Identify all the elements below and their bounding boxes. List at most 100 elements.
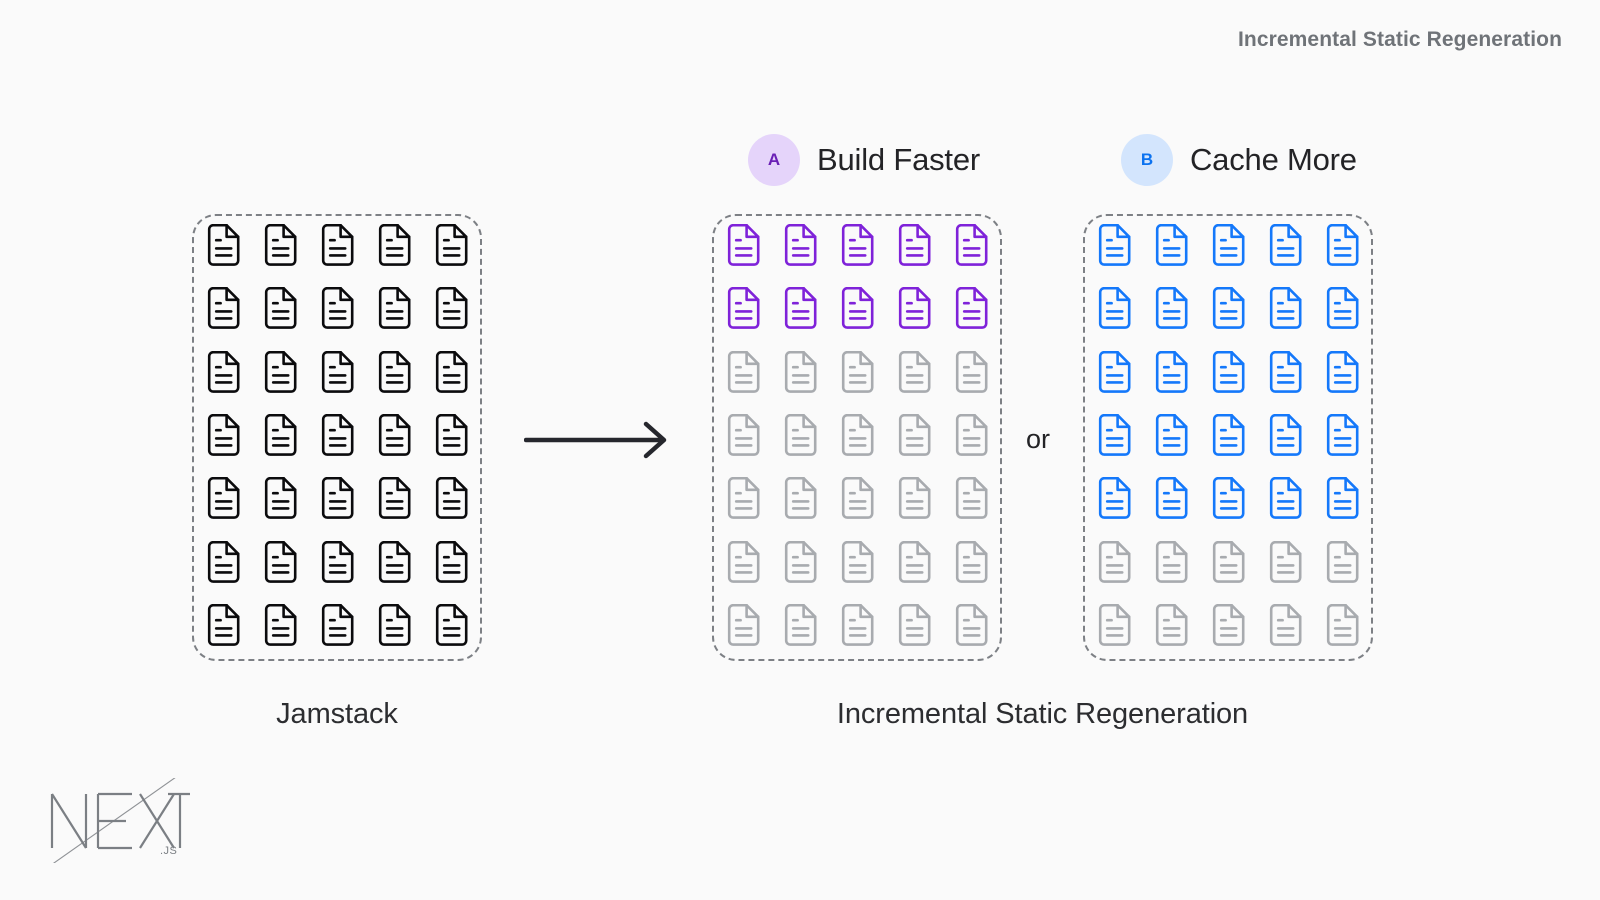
document-icon: [954, 224, 988, 271]
document-icon: [320, 224, 354, 271]
document-icon: [1268, 287, 1302, 334]
document-icon: [897, 603, 931, 651]
document-icon: [434, 603, 468, 651]
document-icon: [1154, 287, 1188, 334]
document-icon: [1097, 350, 1131, 398]
document-icon: [1325, 540, 1359, 588]
document-icon: [206, 287, 240, 334]
document-icon: [263, 477, 297, 524]
document-icon: [377, 287, 411, 334]
document-icon: [1154, 413, 1188, 461]
document-icon: [1268, 413, 1302, 461]
document-icon: [1268, 477, 1302, 524]
document-icon: [434, 540, 468, 588]
document-icon: [1211, 603, 1245, 651]
or-separator-label: or: [1026, 424, 1051, 454]
panel-build-faster: [712, 214, 1002, 661]
document-icon: [840, 287, 874, 334]
document-icon: [320, 603, 354, 651]
document-icon: [1325, 413, 1359, 461]
caption-jamstack: Jamstack: [276, 698, 398, 730]
document-icon: [726, 287, 760, 334]
legend-label-build-faster: Build Faster: [817, 142, 980, 177]
legend-item-cache-more: B Cache More: [1121, 134, 1357, 186]
document-icon: [1154, 350, 1188, 398]
document-icon: [206, 350, 240, 398]
document-icon: [726, 413, 760, 461]
document-icon: [434, 413, 468, 461]
document-icon: [1268, 603, 1302, 651]
document-icon: [1268, 540, 1302, 588]
document-icon: [263, 350, 297, 398]
document-icon: [263, 540, 297, 588]
document-icon: [434, 350, 468, 398]
document-icon: [783, 287, 817, 334]
document-icon: [320, 477, 354, 524]
document-icon: [263, 224, 297, 271]
document-icon: [840, 540, 874, 588]
document-icon: [320, 413, 354, 461]
document-icon: [1211, 350, 1245, 398]
document-icon: [726, 224, 760, 271]
document-icon: [206, 224, 240, 271]
legend-item-build-faster: A Build Faster: [748, 134, 980, 186]
arrow-right-icon: [523, 418, 672, 467]
document-icon: [1211, 477, 1245, 524]
document-icon: [1211, 413, 1245, 461]
document-icon: [377, 224, 411, 271]
document-icon: [320, 540, 354, 588]
document-icon: [726, 540, 760, 588]
document-icon: [783, 540, 817, 588]
document-icon: [377, 477, 411, 524]
document-icon: [897, 477, 931, 524]
document-icon: [206, 413, 240, 461]
document-icon: [840, 477, 874, 524]
document-icon: [954, 477, 988, 524]
document-icon: [1097, 603, 1131, 651]
document-icon: [206, 540, 240, 588]
document-icon: [726, 350, 760, 398]
document-icon: [840, 413, 874, 461]
document-icon: [897, 287, 931, 334]
document-icon: [954, 413, 988, 461]
document-icon: [1211, 540, 1245, 588]
panel-jamstack: [192, 214, 482, 661]
document-icon: [1154, 224, 1188, 271]
document-icon: [726, 603, 760, 651]
document-icon: [954, 540, 988, 588]
document-icon: [897, 540, 931, 588]
document-icon: [1325, 350, 1359, 398]
document-icon: [954, 350, 988, 398]
document-icon: [206, 477, 240, 524]
document-icon: [206, 603, 240, 651]
document-icon: [783, 413, 817, 461]
document-icon: [377, 413, 411, 461]
document-icon: [840, 224, 874, 271]
document-icon: [954, 287, 988, 334]
document-icon: [1097, 413, 1131, 461]
document-icon: [434, 287, 468, 334]
document-icon: [434, 224, 468, 271]
document-icon: [1325, 603, 1359, 651]
document-icon: [1154, 540, 1188, 588]
document-icon: [783, 224, 817, 271]
document-icon: [263, 413, 297, 461]
document-icon: [1154, 603, 1188, 651]
legend-label-cache-more: Cache More: [1190, 142, 1357, 177]
panel-cache-more: [1083, 214, 1373, 661]
caption-incremental-static-regeneration: Incremental Static Regeneration: [836, 698, 1249, 730]
document-icon: [377, 350, 411, 398]
document-icon: [897, 413, 931, 461]
document-icon: [263, 603, 297, 651]
document-icon: [1268, 224, 1302, 271]
page-title: Incremental Static Regeneration: [1237, 28, 1562, 51]
document-icon: [1325, 224, 1359, 271]
nextjs-logo: .JS: [40, 769, 192, 871]
document-icon: [1268, 350, 1302, 398]
document-icon: [263, 287, 297, 334]
document-icon: [897, 350, 931, 398]
legend-badge-b: B: [1121, 134, 1173, 186]
document-icon: [320, 350, 354, 398]
document-icon: [783, 477, 817, 524]
document-icon: [1325, 287, 1359, 334]
